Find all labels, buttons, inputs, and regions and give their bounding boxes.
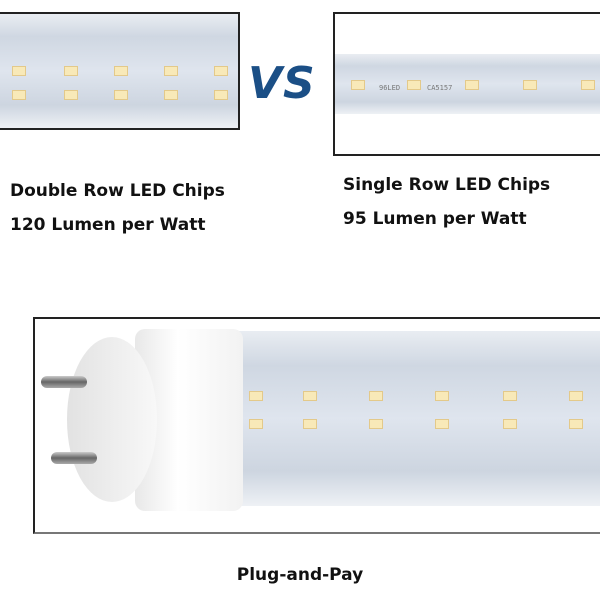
led-chip (435, 391, 449, 401)
led-chip (569, 391, 583, 401)
led-chip (64, 66, 78, 76)
led-chip (214, 90, 228, 100)
product-caption: Plug-and-Pay (236, 565, 364, 585)
single-row-led-image: 96LED CA5157 (333, 12, 600, 156)
vs-label: VS (248, 58, 316, 109)
led-chip (407, 80, 421, 90)
led-chip (503, 391, 517, 401)
led-chip (12, 90, 26, 100)
pin-top (41, 376, 87, 388)
led-chip (249, 391, 263, 401)
led-chip (164, 66, 178, 76)
led-chip (114, 66, 128, 76)
led-chip (214, 66, 228, 76)
right-lumen: 95 Lumen per Watt (343, 209, 527, 229)
led-chip (523, 80, 537, 90)
led-chip (303, 391, 317, 401)
double-row-led-image (0, 12, 240, 130)
board-print-96led: 96LED (379, 84, 401, 92)
led-chip (465, 80, 479, 90)
led-chip (64, 90, 78, 100)
end-cap-face (67, 337, 157, 502)
pin-bottom (51, 452, 97, 464)
led-chip (351, 80, 365, 90)
led-chip (435, 419, 449, 429)
led-tube-product-image (33, 317, 600, 534)
right-title: Single Row LED Chips (343, 175, 551, 195)
led-chip (164, 90, 178, 100)
led-chip (12, 66, 26, 76)
led-chip (503, 419, 517, 429)
left-lumen: 120 Lumen per Watt (10, 215, 206, 235)
left-title: Double Row LED Chips (10, 181, 225, 201)
led-chip (369, 419, 383, 429)
led-chip (581, 80, 595, 90)
led-chip (369, 391, 383, 401)
led-chip (114, 90, 128, 100)
led-chip (303, 419, 317, 429)
led-chip (249, 419, 263, 429)
board-print-ca5157: CA5157 (427, 84, 453, 92)
led-chip (569, 419, 583, 429)
